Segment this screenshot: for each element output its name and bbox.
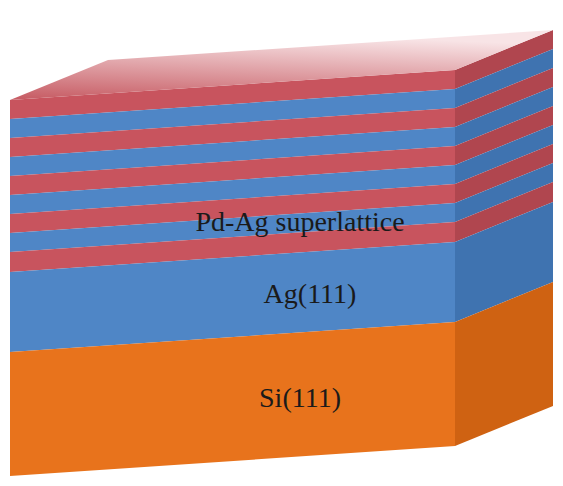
layer-label: Pd-Ag superlattice — [195, 206, 404, 238]
layer-band: Si(111) — [253, 380, 347, 416]
layer-band: Pd-Ag superlattice — [189, 204, 410, 240]
layer-front — [10, 322, 455, 476]
layer-label: Ag(111) — [264, 278, 357, 310]
layer-side — [455, 282, 553, 446]
layer-label: Si(111) — [259, 382, 341, 414]
layer-band: Ag(111) — [258, 276, 363, 312]
top-surface — [10, 30, 553, 100]
